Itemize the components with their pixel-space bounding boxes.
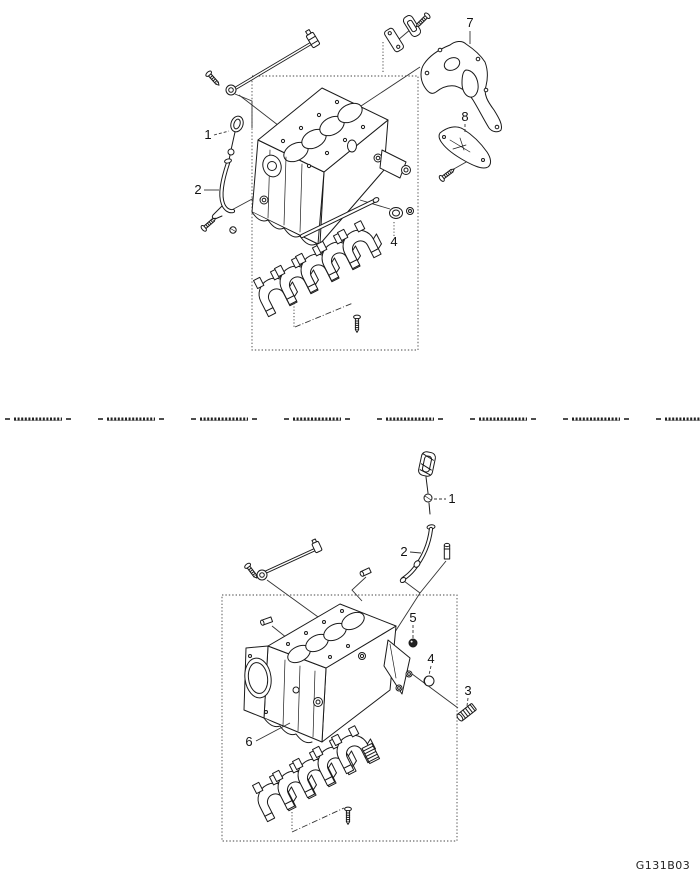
dipstick-guide-tube-upper: [211, 158, 237, 234]
callout-4-upper: 4: [390, 234, 397, 249]
sealing-cap-4-upper: [389, 207, 414, 219]
callout-7-upper: 7: [466, 15, 473, 30]
knurled-pin-3: [456, 703, 477, 722]
lifting-brackets-upper: [384, 11, 432, 53]
upper-callouts: 1 2 4 7 8: [194, 15, 473, 249]
bearing-cap-bolt-lower: [344, 806, 352, 825]
sensor-assembly-lower: [243, 538, 372, 581]
callout-1-upper: 1: [204, 127, 211, 142]
end-plate-gasket-7: [420, 41, 502, 133]
callout-1-lower: 1: [448, 491, 455, 506]
callout-5-lower: 5: [409, 610, 416, 625]
cylinder-block-lower: [243, 603, 413, 744]
callout-8-upper: 8: [461, 109, 468, 124]
cylinder-block-upper: [251, 87, 411, 246]
figure-code: G131B03: [636, 859, 691, 872]
upper-assembly-boundary-box: [251, 75, 419, 351]
cup-plug-4-lower: [423, 675, 435, 687]
oil-dipstick-lower: [418, 451, 436, 515]
dowel-pin-lower: [443, 542, 451, 560]
callout-2-lower: 2: [400, 544, 407, 559]
main-bearing-caps-lower: [249, 721, 381, 823]
oil-pipe-upper: [299, 197, 380, 239]
sensor-assembly-upper: [204, 29, 320, 96]
splash-plate-8: [437, 126, 491, 183]
dipstick-guide-tube-lower: [399, 524, 436, 584]
callout-3-lower: 3: [464, 683, 471, 698]
callout-6-lower: 6: [245, 734, 252, 749]
upper-exploded-view: 1 2 4 7 8: [194, 11, 502, 351]
section-separator-chain-line: [3, 417, 700, 422]
lower-callouts: 1 2 3 4 5 6: [245, 491, 471, 749]
lower-exploded-view: 1 2 3 4 5 6: [221, 451, 477, 842]
plug-5: [408, 638, 418, 648]
oil-dipstick-upper: [227, 115, 244, 161]
bearing-cap-bolt-upper: [353, 314, 361, 333]
lower-assembly-boundary-box: [221, 594, 458, 842]
callout-2-upper: 2: [194, 182, 201, 197]
callout-4-lower: 4: [427, 651, 434, 666]
tube-mount-bolt-upper: [199, 215, 219, 233]
